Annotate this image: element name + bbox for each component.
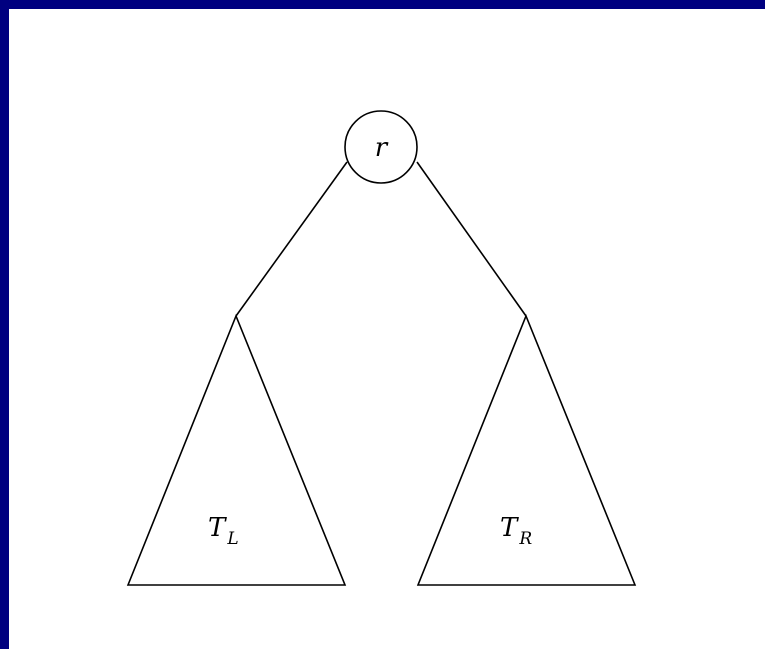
- left-subtree-triangle: [126, 313, 347, 586]
- right-subtree-triangle: [416, 313, 637, 586]
- edge-root-to-left: [235, 161, 348, 317]
- right-subtree-label-main: T: [500, 513, 519, 543]
- root-label: r: [375, 133, 389, 163]
- left-subtree-label-main: T: [208, 513, 227, 543]
- root-node: [344, 110, 418, 184]
- right-subtree-label-subscript: R: [518, 529, 532, 549]
- left-subtree-label-subscript: L: [226, 529, 238, 549]
- edge-root-to-right: [416, 161, 527, 317]
